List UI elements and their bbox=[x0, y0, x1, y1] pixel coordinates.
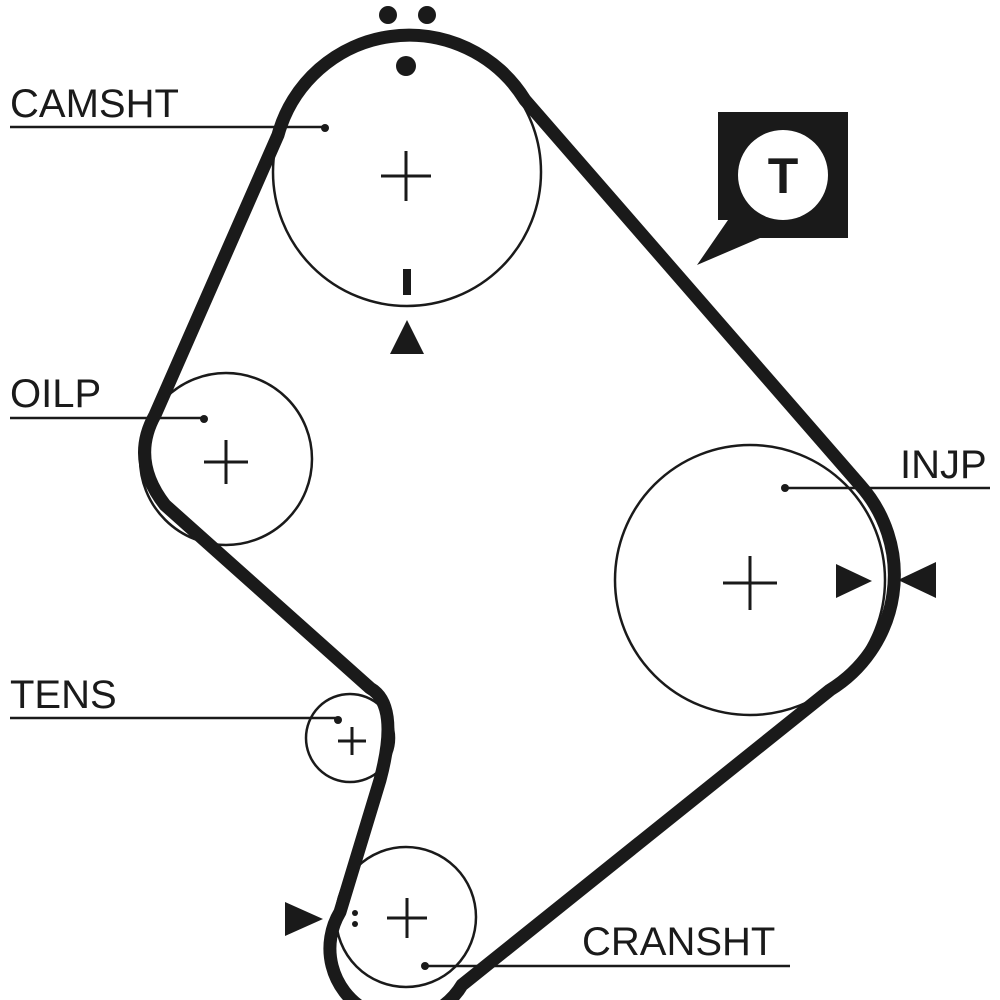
injection-pump-timing-arrow-left-icon bbox=[836, 564, 872, 598]
tensioner-label: TENS bbox=[10, 673, 117, 717]
camshaft-leader-dot bbox=[321, 124, 329, 132]
crankshaft-timing-dot-lower bbox=[352, 921, 358, 927]
tensioner-leader-dot bbox=[334, 716, 342, 724]
camshaft-top-dot-center bbox=[396, 56, 416, 76]
crankshaft-timing-arrow-icon bbox=[285, 902, 323, 936]
camshaft-top-dot-left bbox=[379, 6, 397, 24]
oil-pump-center-cross bbox=[204, 440, 248, 484]
oil-pump-label: OILP bbox=[10, 372, 101, 416]
camshaft-label: CAMSHT bbox=[10, 82, 179, 126]
crankshaft-label: CRANSHT bbox=[582, 920, 775, 964]
camshaft-center-cross bbox=[381, 151, 431, 201]
injection-pump-pulley bbox=[613, 443, 887, 717]
tensioner-badge-letter: T bbox=[768, 148, 799, 204]
injection-pump-timing-arrow-right-icon bbox=[898, 562, 936, 598]
timing-belt bbox=[138, 28, 901, 1000]
oil-pump-leader-dot bbox=[200, 415, 208, 423]
injection-pump-label: INJP bbox=[900, 443, 987, 487]
camshaft-timing-notch bbox=[403, 269, 411, 295]
camshaft-top-dot-right bbox=[418, 6, 436, 24]
camshaft-timing-arrow-icon bbox=[390, 320, 424, 354]
crankshaft-center-cross bbox=[387, 898, 427, 938]
crankshaft-timing-dot-upper bbox=[352, 910, 358, 916]
injection-pump-center-cross bbox=[723, 556, 777, 610]
crankshaft-leader-dot bbox=[421, 962, 429, 970]
injection-pump-leader-dot bbox=[781, 484, 789, 492]
tensioner-center-cross bbox=[338, 727, 366, 755]
tensioner-badge-icon: T bbox=[697, 112, 848, 265]
